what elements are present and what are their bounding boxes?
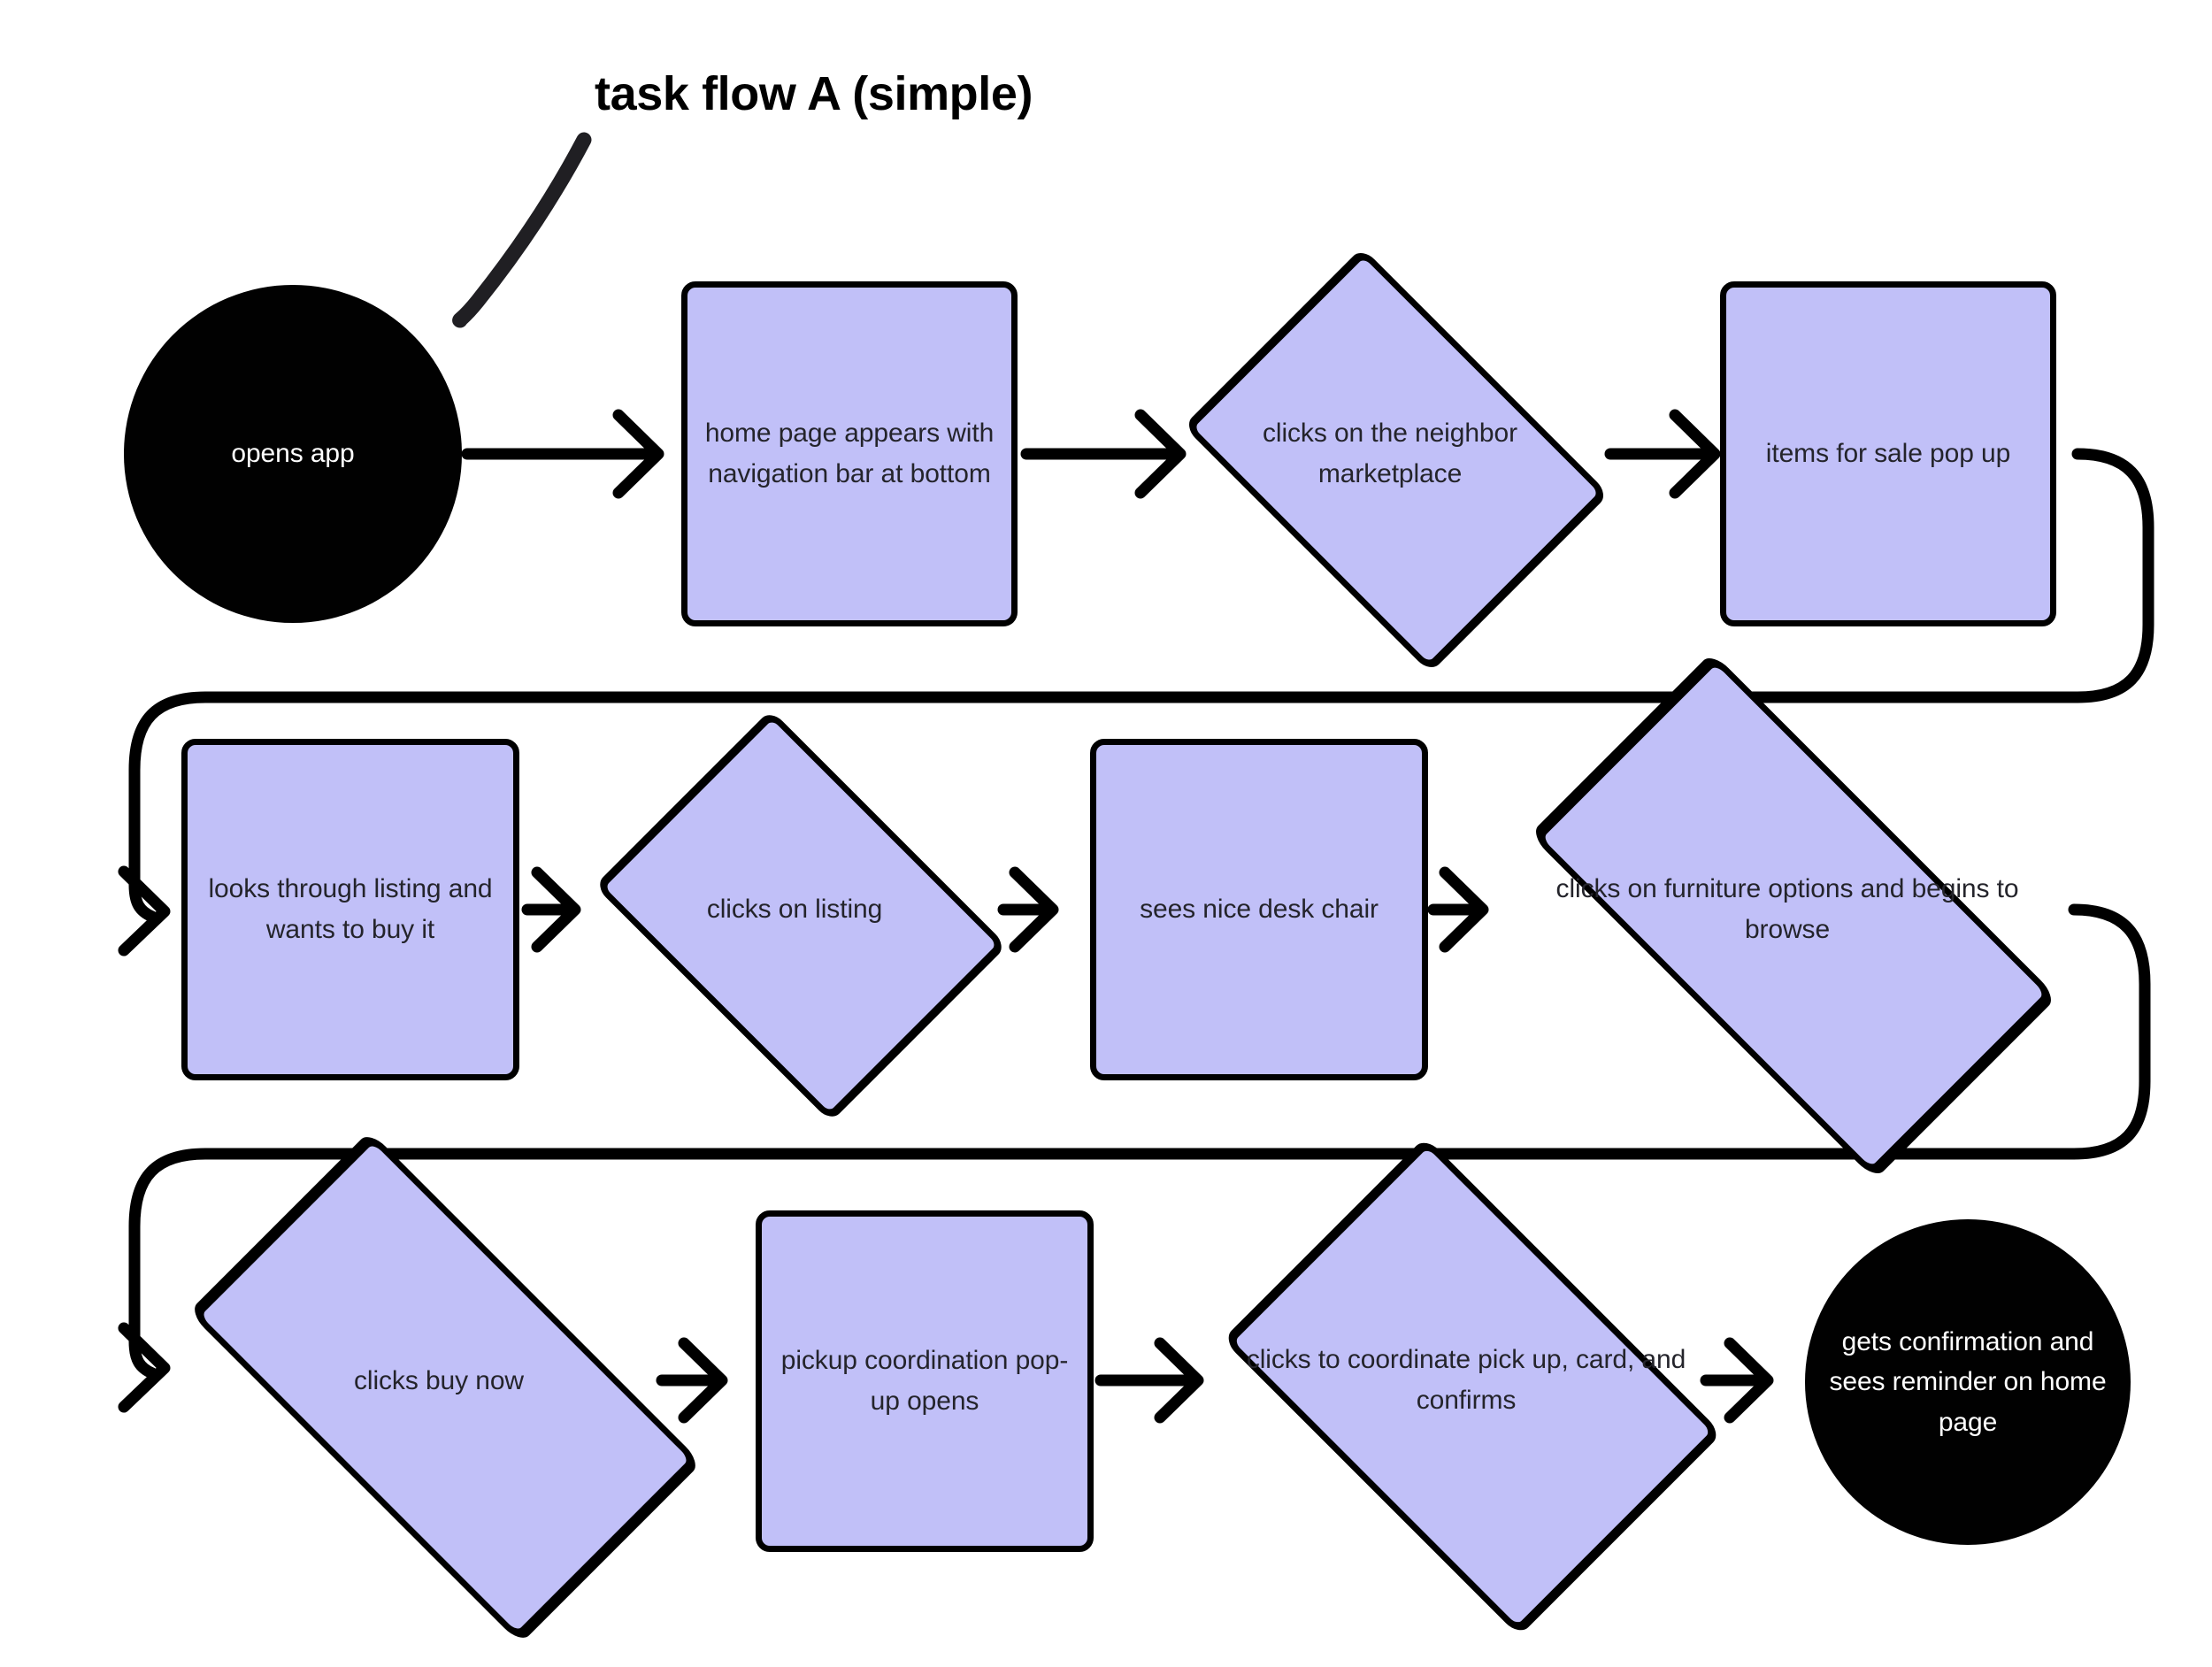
node-label: home page appears with navigation bar at… — [704, 419, 995, 488]
edge-n5-n6 — [521, 866, 581, 953]
node-opens-app[interactable]: opens app — [124, 285, 462, 623]
node-clicks-buy-now[interactable]: clicks buy now — [165, 1130, 713, 1644]
edge-n2-n3 — [1020, 409, 1187, 499]
node-label: gets confirmation and sees reminder on h… — [1829, 1326, 2107, 1437]
node-label: opens app — [231, 439, 355, 469]
edge-n7-n8 — [1427, 866, 1489, 953]
node-label: looks through listing and wants to buy i… — [208, 874, 493, 944]
node-label: sees nice desk chair — [1140, 895, 1379, 925]
node-label: clicks on furniture options and begins t… — [1555, 874, 2019, 944]
node-gets-confirmation[interactable]: gets confirmation and sees reminder on h… — [1805, 1219, 2131, 1545]
node-label: clicks on the neighbor marketplace — [1263, 419, 1517, 488]
diagram-title: task flow A (simple) — [595, 67, 1033, 120]
node-items-for-sale-pop-up[interactable]: items for sale pop up — [1720, 281, 2056, 626]
edge-n1-n2 — [461, 409, 664, 499]
node-sees-nice-desk-chair[interactable]: sees nice desk chair — [1090, 739, 1428, 1080]
node-clicks-coordinate-pickup[interactable]: clicks to coordinate pick up, card, and … — [1222, 1136, 1723, 1637]
node-label: pickup coordination pop-up opens — [780, 1346, 1069, 1416]
edge-n3-n4 — [1604, 409, 1721, 499]
node-label: clicks buy now — [353, 1365, 524, 1395]
edge-n10-n11 — [1094, 1337, 1204, 1424]
title-pointer-line — [452, 132, 592, 328]
node-clicks-neighbor-marketplace[interactable]: clicks on the neighbor marketplace — [1182, 247, 1609, 673]
node-label: clicks on listing — [706, 895, 883, 925]
node-clicks-furniture-options[interactable]: clicks on furniture options and begins t… — [1504, 651, 2070, 1180]
node-label: items for sale pop up — [1765, 439, 2011, 469]
node-home-page-appears[interactable]: home page appears with navigation bar at… — [681, 281, 1018, 626]
node-label: clicks to coordinate pick up, card, and … — [1246, 1345, 1686, 1415]
node-looks-through-listing[interactable]: looks through listing and wants to buy i… — [181, 739, 519, 1080]
edge-n6-n7 — [997, 866, 1059, 953]
node-clicks-on-listing[interactable]: clicks on listing — [594, 709, 1008, 1123]
node-pickup-coordination-popup[interactable]: pickup coordination pop-up opens — [756, 1210, 1094, 1552]
edge-n11-n12 — [1700, 1337, 1774, 1424]
